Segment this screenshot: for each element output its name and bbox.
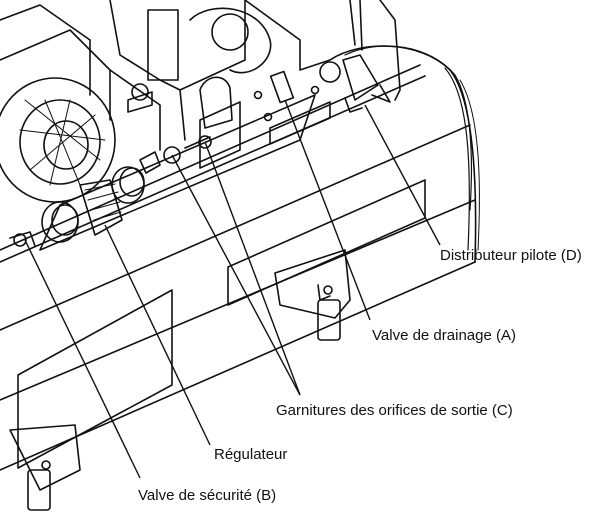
label-outlet-fittings: Garnitures des orifices de sortie (C): [276, 402, 513, 419]
label-regulator: Régulateur: [214, 446, 287, 463]
leader-pilot-valve: [364, 104, 441, 246]
label-pilot-valve: Distributeur pilote (D): [440, 247, 582, 264]
control-panel-bracket: [39, 70, 331, 251]
tank-feet: [9, 249, 351, 511]
leader-lines: [24, 99, 441, 479]
leader-safety-valve: [24, 239, 141, 479]
pilot-valve: [319, 0, 401, 113]
label-drain-valve: Valve de drainage (A): [372, 327, 516, 344]
regulator-assembly: [9, 135, 212, 247]
decal-panel-left: [17, 289, 173, 469]
leader-drain-valve: [284, 99, 371, 321]
decal-panel-upper: [0, 0, 1, 1]
label-safety-valve: Valve de sécurité (B): [138, 487, 276, 504]
leader-regulator: [104, 224, 211, 446]
motor-fan-shroud: [0, 4, 116, 203]
leader-outlet-fitting-2: [204, 141, 301, 396]
leader-outlet-fitting-1: [171, 154, 301, 396]
pump-frame: [109, 0, 331, 151]
